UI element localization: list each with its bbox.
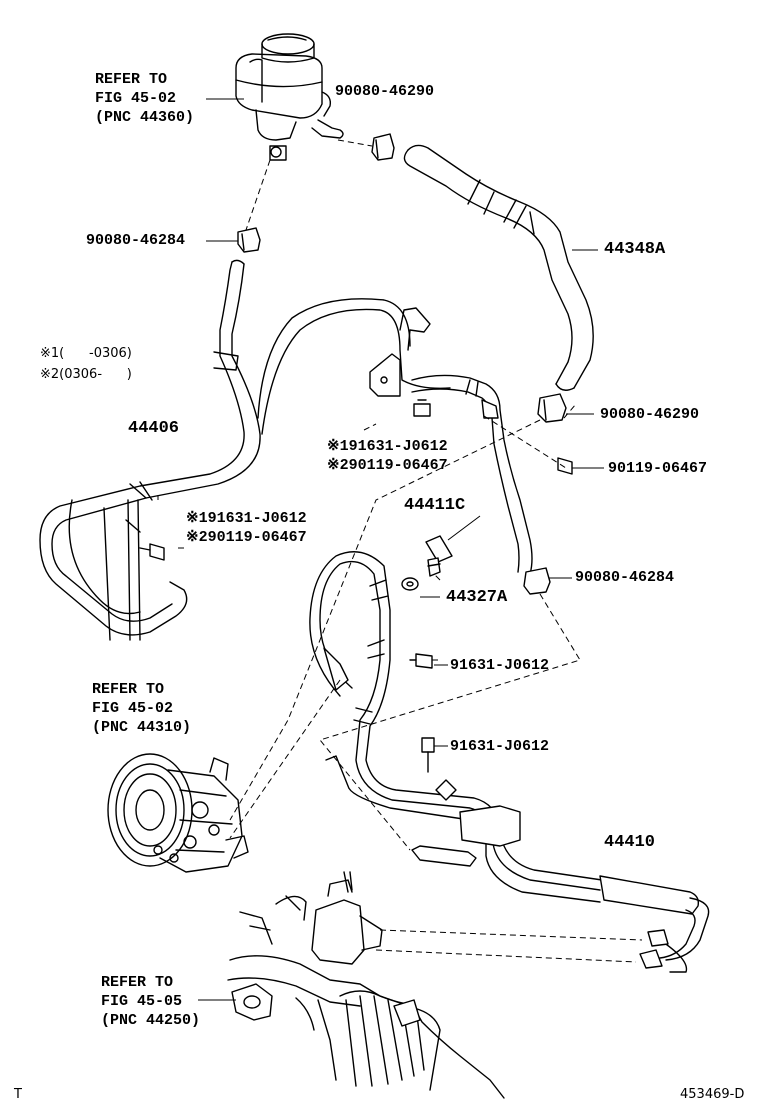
ref-pump-line1: REFER TO — [92, 681, 165, 698]
figure-id: 453469-D — [680, 1087, 745, 1102]
ref-pump-line2: FIG 45-02 — [92, 700, 174, 717]
bolt-upper-drawing — [413, 399, 431, 417]
part-91631-J0612-b: 91631-J0612 — [450, 738, 550, 755]
return-tube-44406-drawing — [39, 259, 451, 641]
note-1: ※1( -0306) — [40, 346, 132, 361]
part-191631-J0612-a: ※191631-J0612 — [327, 438, 448, 455]
ref-gear-line1: REFER TO — [101, 974, 174, 991]
clip-90080-46290-mid-drawing — [537, 393, 567, 423]
union-bolt-44411C-drawing — [425, 535, 453, 577]
part-91631-J0612-a: 91631-J0612 — [450, 657, 550, 674]
bolt-side-drawing — [139, 543, 165, 561]
part-90080-46284-mid: 90080-46284 — [575, 569, 675, 586]
part-44411C: 44411C — [404, 496, 466, 515]
pump-drawing — [107, 753, 249, 873]
reservoir-tank-drawing — [235, 33, 344, 161]
bolt-91631-lower-drawing — [421, 737, 435, 773]
part-44406: 44406 — [128, 419, 180, 438]
pressure-hose-upper-drawing — [411, 374, 533, 575]
part-90119-06467: 90119-06467 — [608, 460, 708, 477]
ref-reservoir-line1: REFER TO — [95, 71, 168, 88]
part-44348A: 44348A — [604, 240, 666, 259]
bolt-91631-upper-drawing — [409, 653, 433, 669]
part-90080-46290-top: 90080-46290 — [335, 83, 435, 100]
footer-left: T — [14, 1087, 22, 1102]
part-44327A: 44327A — [446, 588, 508, 607]
part-44410: 44410 — [604, 833, 656, 852]
ref-reservoir-line3: (PNC 44360) — [95, 109, 195, 126]
clip-90080-46284-top-drawing — [237, 227, 261, 253]
dashed-connectors — [178, 139, 643, 963]
part-290119-06467-b: ※290119-06467 — [186, 529, 307, 546]
clip-90080-46284-mid-drawing — [523, 567, 551, 595]
leader-lines — [157, 98, 604, 1001]
part-191631-J0612-b: ※191631-J0612 — [186, 510, 307, 527]
pressure-tube-44410-drawing — [309, 551, 710, 973]
ref-pump-line3: (PNC 44310) — [92, 719, 192, 736]
steering-gear-drawing — [227, 871, 505, 1099]
part-290119-06467-a: ※290119-06467 — [327, 457, 448, 474]
part-90080-46284-top: 90080-46284 — [86, 232, 186, 249]
bolt-90119-drawing — [557, 457, 573, 475]
clip-90080-46290-top-drawing — [371, 133, 395, 161]
note-2: ※2(0306- ) — [40, 367, 132, 382]
gasket-44327A-drawing — [401, 577, 419, 591]
return-hose-44348A-drawing — [403, 144, 594, 391]
part-90080-46290-mid: 90080-46290 — [600, 406, 700, 423]
ref-gear-line3: (PNC 44250) — [101, 1012, 201, 1029]
bracket-upper-drawing — [369, 307, 431, 397]
ref-gear-line2: FIG 45-05 — [101, 993, 183, 1010]
ref-reservoir-line2: FIG 45-02 — [95, 90, 177, 107]
